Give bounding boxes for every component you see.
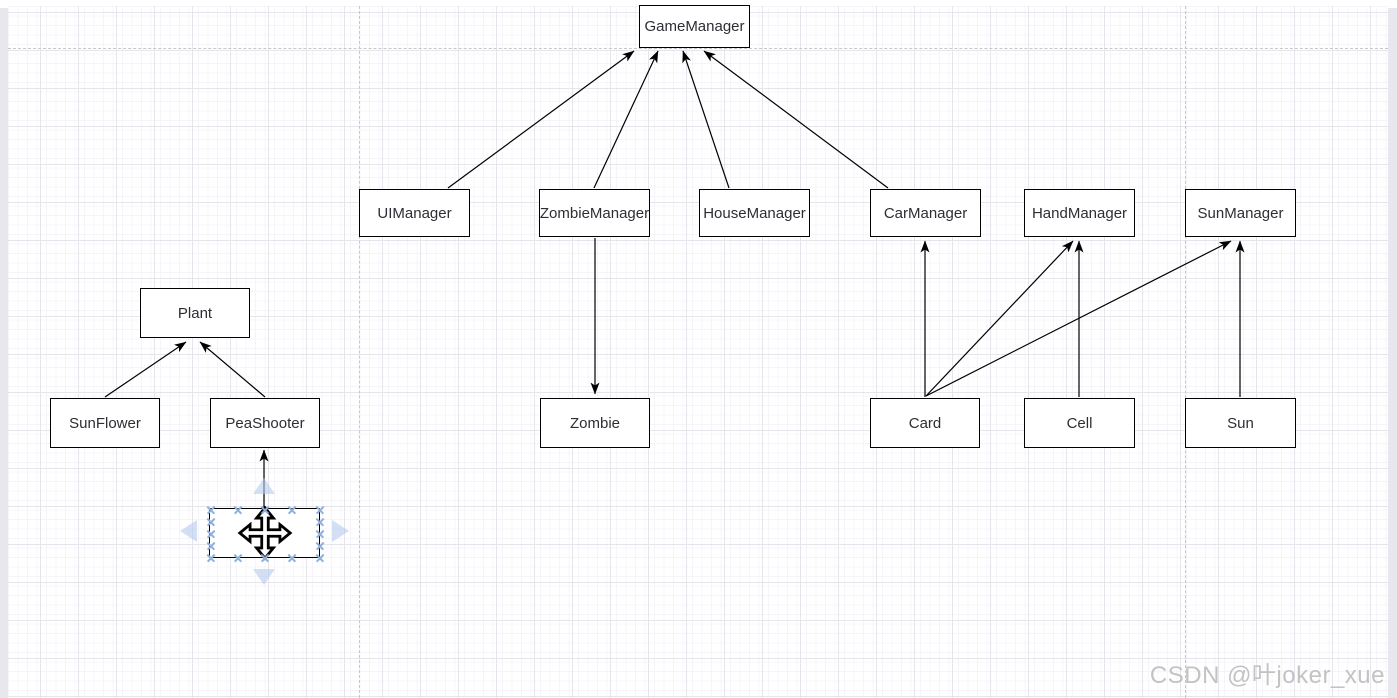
selection-handle[interactable] [288,505,297,514]
edge-housemanager-gamemanager[interactable] [682,50,730,189]
left-edge-strip [0,8,8,698]
node-zombiemanager-label: ZombieManager [539,204,650,222]
node-sun-label: Sun [1227,414,1254,432]
node-uimanager-label: UIManager [377,204,452,222]
selection-handle[interactable] [315,517,324,526]
selection-handle[interactable] [206,529,215,538]
node-carmanager-label: CarManager [883,204,968,222]
node-cell[interactable]: Cell [1024,398,1135,448]
edge-carmanager-gamemanager[interactable] [703,50,889,189]
node-sunmanager[interactable]: SunManager [1185,189,1296,237]
selection-handle[interactable] [206,505,215,514]
node-sun[interactable]: Sun [1185,398,1296,448]
csdn-watermark: CSDN @叶joker_xue [1149,662,1385,689]
selection-handle[interactable] [233,553,242,562]
node-card[interactable]: Card [870,398,980,448]
grid-background [8,6,1388,698]
node-carmanager[interactable]: CarManager [870,189,981,237]
node-card-label: Card [908,414,942,432]
node-handmanager-label: HandManager [1031,204,1128,222]
selection-handle[interactable] [233,505,242,514]
node-uimanager[interactable]: UIManager [359,189,470,237]
selection-handle[interactable] [261,505,270,514]
edge-uimanager-gamemanager[interactable] [447,50,635,189]
page-boundary-vertical-left [359,6,360,698]
node-handmanager[interactable]: HandManager [1024,189,1135,237]
selection-handle[interactable] [206,553,215,562]
selection-handle[interactable] [315,529,324,538]
edge-zombiemanager-gamemanager[interactable] [593,50,659,189]
node-sunflower[interactable]: SunFlower [50,398,160,448]
node-cell-label: Cell [1066,414,1093,432]
node-housemanager[interactable]: HouseManager [699,189,810,237]
node-sunflower-label: SunFlower [69,414,141,432]
node-housemanager-label: HouseManager [703,204,806,222]
node-zombiemanager[interactable]: ZombieManager [539,189,650,237]
node-unnamed-selected[interactable] [206,505,320,561]
selection-handle[interactable] [206,517,215,526]
node-zombie[interactable]: Zombie [540,398,650,448]
selection-handle[interactable] [288,553,297,562]
selection-handle[interactable] [315,505,324,514]
node-peashooter-label: PeaShooter [225,414,305,432]
node-gamemanager[interactable]: GameManager [639,5,750,48]
selection-handle[interactable] [315,541,324,550]
selection-handle[interactable] [206,541,215,550]
selection-handle[interactable] [315,553,324,562]
page-boundary-horizontal [8,48,1388,49]
node-peashooter[interactable]: PeaShooter [210,398,320,448]
edge-card-handmanager[interactable] [925,240,1074,397]
node-zombie-label: Zombie [569,414,621,432]
node-sunmanager-label: SunManager [1197,204,1284,222]
edge-sunflower-plant[interactable] [104,341,187,398]
selection-handle[interactable] [261,553,270,562]
page-boundary-vertical-right [1185,6,1186,698]
node-plant[interactable]: Plant [140,288,250,338]
edge-peashooter-plant[interactable] [199,341,266,398]
node-gamemanager-label: GameManager [644,18,745,35]
node-plant-label: Plant [177,304,213,322]
right-edge-strip [1388,8,1397,698]
